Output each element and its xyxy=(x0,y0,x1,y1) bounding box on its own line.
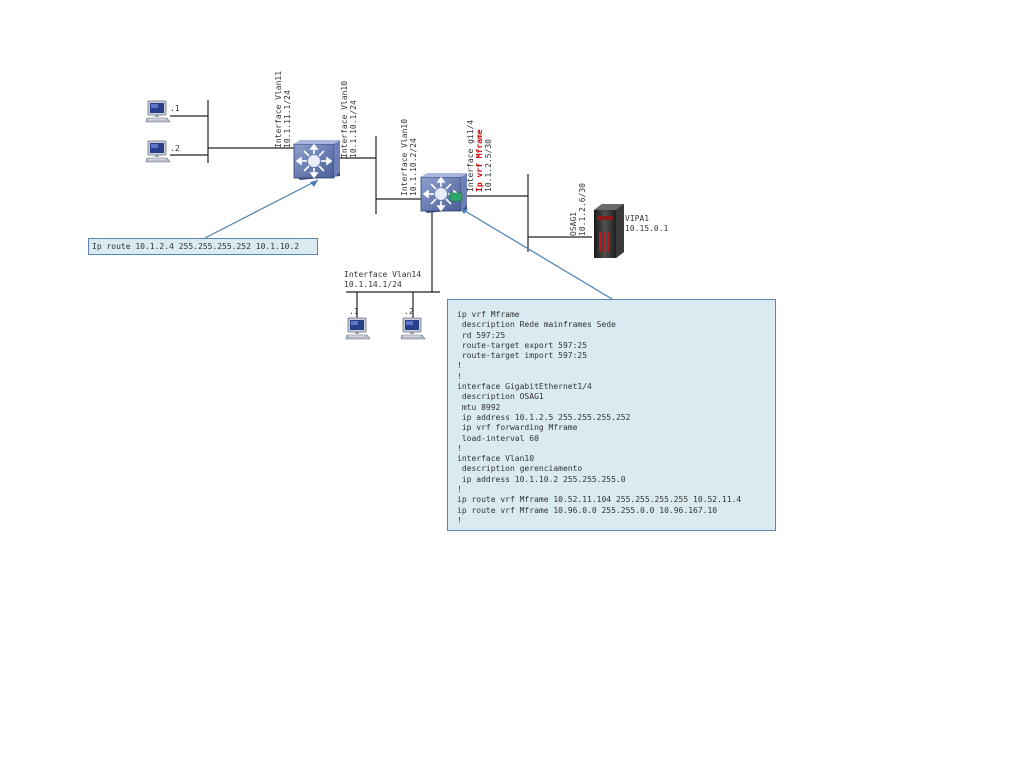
host-label: .2 xyxy=(404,307,414,316)
iface-ip: 10.1.10.1/24 xyxy=(349,100,358,158)
iface-name: Interface Vlan10 xyxy=(400,118,409,196)
vipa-ip: 10.15.0.1 xyxy=(625,224,669,233)
iface-name: Interface Vlan10 xyxy=(340,80,349,158)
config-line: ! xyxy=(457,485,462,495)
iface-ip: 10.1.10.2/24 xyxy=(409,138,418,196)
iface-ip: 10.1.11.1/24 xyxy=(283,90,292,148)
osa-label: OSAG1 10.1.2.6/30 xyxy=(569,183,587,236)
osa-ip: 10.1.2.6/30 xyxy=(578,183,587,236)
host-label: .1 xyxy=(349,307,359,316)
config-line: ! xyxy=(457,371,462,381)
config-line: ip route vrf Mframe 10.52.11.104 255.255… xyxy=(457,495,742,505)
vipa-name: VIPA1 xyxy=(625,214,650,223)
config-line: description Rede mainframes Sede xyxy=(457,320,616,330)
config-line: description gerenciamento xyxy=(457,464,583,474)
core-switch-icon xyxy=(293,139,341,180)
iface-ip: 10.1.2.5/30 xyxy=(484,139,493,192)
vlan14-iface-label: Interface Vlan14 xyxy=(344,270,422,279)
config-line: route-target import 597:25 xyxy=(457,351,588,361)
config-line: ip vrf forwarding Mframe xyxy=(457,423,578,433)
osa-name: OSAG1 xyxy=(569,211,578,236)
config-line: interface GigabitEthernet1/4 xyxy=(457,382,592,392)
config-line: ip address 10.1.10.2 255.255.255.0 xyxy=(457,474,626,484)
iface-name: Interface gi1/4 xyxy=(466,119,475,192)
mainframe-icon xyxy=(594,204,624,258)
config-line: interface Vlan10 xyxy=(457,454,535,464)
config-line: description OSAG1 xyxy=(457,392,544,402)
config-line: ! xyxy=(457,515,462,525)
config-callout-pointer xyxy=(459,207,613,300)
core-vlan11-label: Interface Vlan11 10.1.11.1/24 xyxy=(274,71,292,148)
config-callout: ip vrf Mframe description Rede mainframe… xyxy=(447,299,776,531)
route-callout: Ip route 10.1.2.4 255.255.255.252 10.1.1… xyxy=(88,238,318,255)
config-line: route-target export 597:25 xyxy=(457,340,588,350)
link-lines xyxy=(170,100,592,318)
config-line: ! xyxy=(457,443,462,453)
pc-icon xyxy=(145,100,171,123)
config-line: rd 597:25 xyxy=(457,330,506,340)
gi-port-icon xyxy=(449,192,463,202)
vlan14-ip-label: 10.1.14.1/24 xyxy=(344,280,402,289)
pc-icon xyxy=(345,317,371,340)
config-line: ! xyxy=(457,361,462,371)
config-line: ip route vrf Mframe 10.96.0.0 255.255.0.… xyxy=(457,505,718,515)
config-line: load-interval 60 xyxy=(457,433,539,443)
pc-icon xyxy=(145,140,171,163)
host-label: .2 xyxy=(170,144,180,153)
core-vlan10-label: Interface Vlan10 10.1.10.1/24 xyxy=(340,81,358,158)
host-label: .1 xyxy=(170,104,180,113)
route-callout-pointer xyxy=(204,179,319,239)
config-line: ip address 10.1.2.5 255.255.255.252 xyxy=(457,412,631,422)
access-vlan10-label: Interface Vlan10 10.1.10.2/24 xyxy=(400,119,418,196)
iface-name: Interface Vlan11 xyxy=(274,70,283,148)
config-line: ip vrf Mframe xyxy=(457,310,520,319)
config-line: mtu 8992 xyxy=(457,402,501,412)
access-gi-label: Interface gi1/4 Ip vrf Mframe 10.1.2.5/3… xyxy=(466,120,493,192)
vrf-name: Ip vrf Mframe xyxy=(475,129,484,192)
pc-icon xyxy=(400,317,426,340)
